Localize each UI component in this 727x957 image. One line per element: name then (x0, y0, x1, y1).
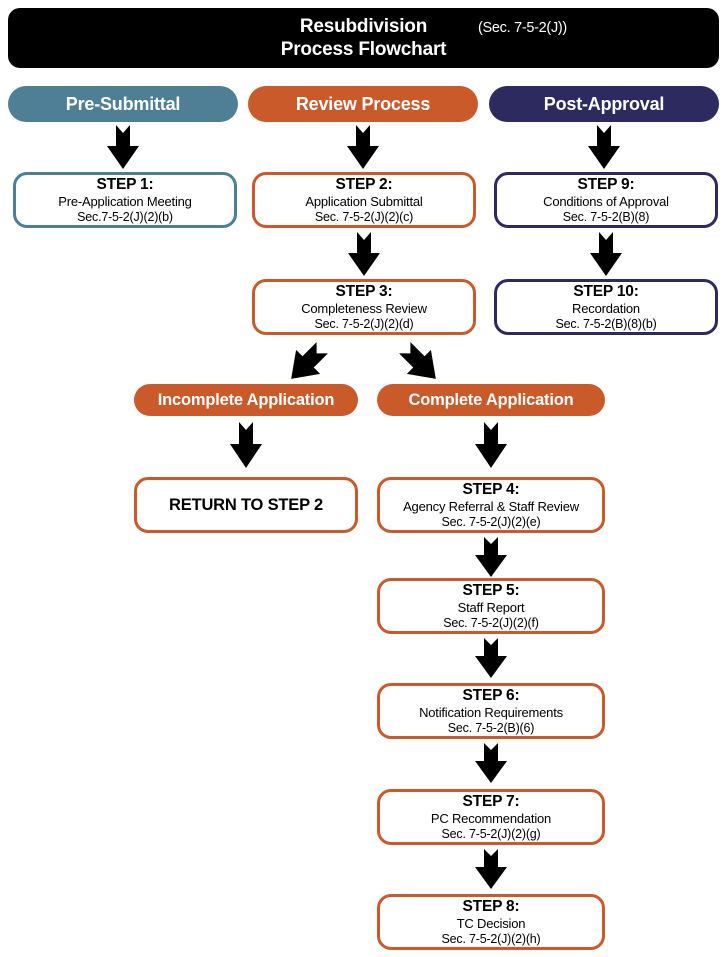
step-box-return-to-step-2[interactable]: RETURN TO STEP 2 (134, 477, 358, 533)
step-box-step-8[interactable]: STEP 8: TC Decision Sec. 7-5-2(J)(2)(h) (377, 894, 605, 950)
step-subtitle: Staff Report (457, 599, 525, 615)
arrow-review-to-step2 (345, 124, 381, 170)
step-subtitle: Notification Requirements (419, 704, 563, 720)
step-title: STEP 2: (335, 175, 393, 193)
step-box-step-9[interactable]: STEP 9: Conditions of Approval Sec. 7-5-… (494, 172, 718, 228)
arrow-postapproval-to-step9 (586, 124, 622, 170)
step-section: Sec. 7-5-2(J)(2)(h) (441, 931, 541, 946)
step-section: Sec. 7-5-2(J)(2)(e) (441, 514, 541, 529)
step-box-step-4[interactable]: STEP 4: Agency Referral & Staff Review S… (377, 477, 605, 533)
arrow-step9-to-step10 (588, 231, 624, 277)
column-header-label: Pre-Submittal (65, 93, 181, 114)
step-title: STEP 10: (573, 282, 639, 300)
step-subtitle: Pre-Application Meeting (58, 193, 192, 209)
step-title: STEP 9: (577, 175, 635, 193)
decision-pill-label: Complete Application (408, 390, 574, 409)
step-box-step-6[interactable]: STEP 6: Notification Requirements Sec. 7… (377, 683, 605, 739)
arrow-incomplete-to-return (228, 421, 264, 469)
step-box-step-10[interactable]: STEP 10: Recordation Sec. 7-5-2(B)(8)(b) (494, 279, 718, 335)
step-subtitle: Application Submittal (305, 193, 423, 209)
step-subtitle: Completeness Review (301, 300, 427, 316)
title-section-reference: (Sec. 7-5-2(J)) (478, 20, 567, 36)
decision-pill-complete-application[interactable]: Complete Application (377, 384, 605, 416)
arrow-step3-to-complete (398, 341, 444, 387)
step-subtitle: Agency Referral & Staff Review (403, 498, 579, 514)
column-header-label: Review Process (295, 93, 431, 114)
column-header-label: Post-Approval (543, 93, 665, 114)
step-section: Sec.7-5-2(J)(2)(b) (77, 209, 173, 224)
step-box-step-5[interactable]: STEP 5: Staff Report Sec. 7-5-2(J)(2)(f) (377, 578, 605, 634)
step-subtitle: PC Recommendation (430, 810, 552, 826)
step-section: Sec. 7-5-2(B)(8) (562, 209, 650, 224)
step-title: STEP 8: (462, 897, 520, 915)
column-header-post-approval[interactable]: Post-Approval (489, 86, 719, 122)
step-box-step-3[interactable]: STEP 3: Completeness Review Sec. 7-5-2(J… (252, 279, 476, 335)
step-box-step-2[interactable]: STEP 2: Application Submittal Sec. 7-5-2… (252, 172, 476, 228)
step-title: RETURN TO STEP 2 (169, 496, 323, 514)
step-title: STEP 1: (96, 175, 154, 193)
page-title: Resubdivision Process Flowchart (8, 15, 719, 61)
step-section: Sec. 7-5-2(J)(2)(f) (443, 615, 539, 630)
step-section: Sec. 7-5-2(B)(6) (447, 720, 535, 735)
step-section: Sec. 7-5-2(B)(8)(b) (555, 316, 657, 331)
decision-pill-incomplete-application[interactable]: Incomplete Application (134, 384, 358, 416)
title-line-1: Resubdivision (299, 16, 428, 37)
column-header-pre-submittal[interactable]: Pre-Submittal (8, 86, 238, 122)
step-subtitle: Conditions of Approval (543, 193, 669, 209)
arrow-step7-to-step8 (473, 848, 509, 890)
column-header-review-process[interactable]: Review Process (248, 86, 478, 122)
title-line-2: Process Flowchart (280, 39, 447, 60)
step-box-step-1[interactable]: STEP 1: Pre-Application Meeting Sec.7-5-… (13, 172, 237, 228)
arrow-step3-to-incomplete (283, 341, 329, 387)
step-title: STEP 7: (462, 792, 520, 810)
step-title: STEP 6: (462, 686, 520, 704)
arrow-complete-to-step4 (473, 421, 509, 469)
title-banner: Resubdivision Process Flowchart (Sec. 7-… (8, 8, 719, 68)
step-box-step-7[interactable]: STEP 7: PC Recommendation Sec. 7-5-2(J)(… (377, 789, 605, 845)
arrow-step5-to-step6 (473, 637, 509, 679)
decision-pill-label: Incomplete Application (157, 390, 335, 409)
step-subtitle: TC Decision (456, 915, 526, 931)
step-section: Sec. 7-5-2(J)(2)(c) (314, 209, 414, 224)
step-title: STEP 3: (335, 282, 393, 300)
step-subtitle: Recordation (572, 300, 640, 316)
arrow-step2-to-step3 (346, 231, 382, 277)
step-title: STEP 5: (462, 581, 520, 599)
arrow-step4-to-step5 (473, 536, 509, 578)
step-title: STEP 4: (462, 480, 520, 498)
arrow-presubmittal-to-step1 (105, 124, 141, 170)
step-section: Sec. 7-5-2(J)(2)(d) (314, 316, 414, 331)
arrow-step6-to-step7 (473, 742, 509, 784)
step-section: Sec. 7-5-2(J)(2)(g) (441, 826, 541, 841)
